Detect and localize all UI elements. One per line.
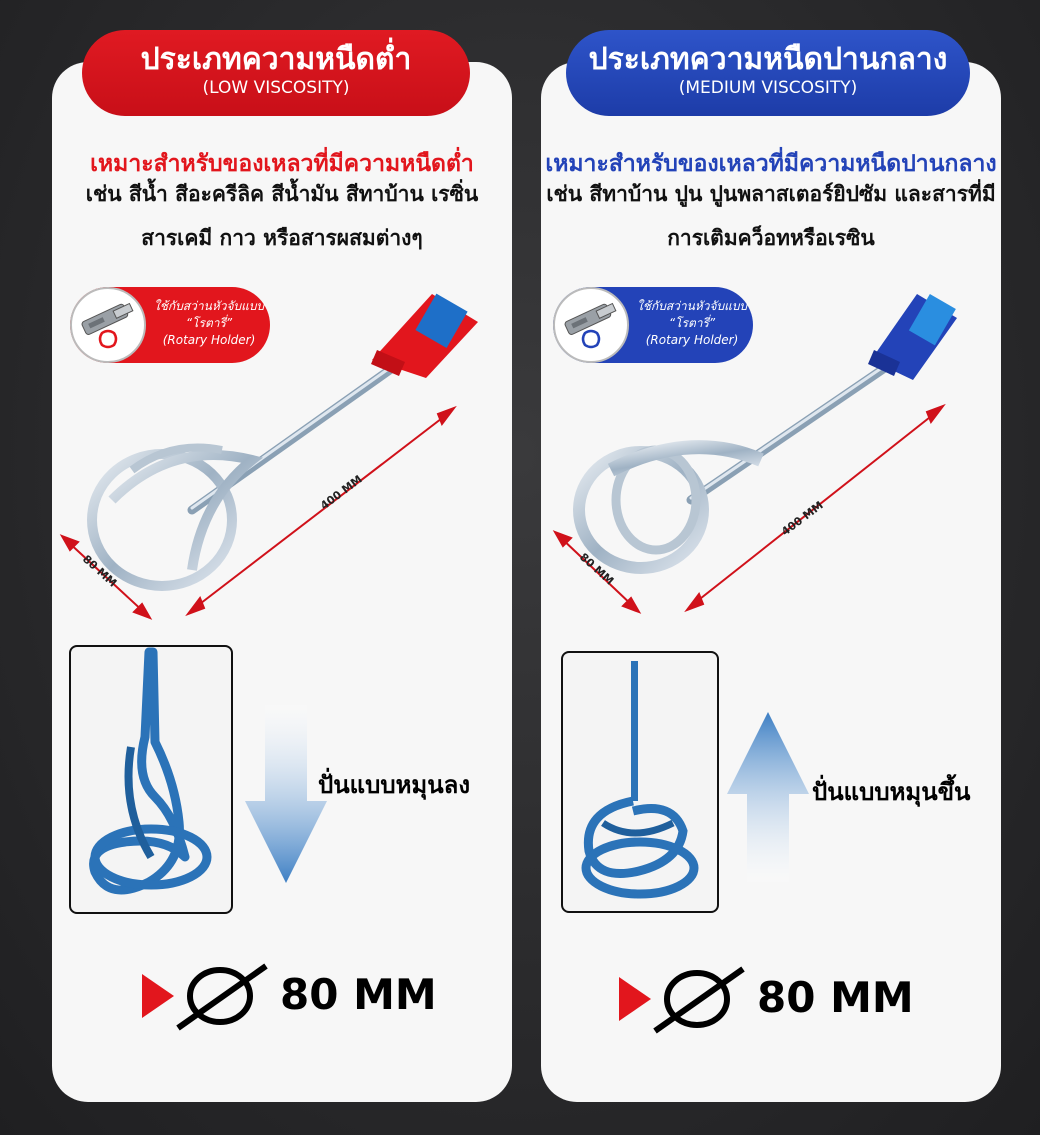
diameter-icon xyxy=(619,966,745,1034)
low-viscosity-desc-line2: สารเคมี กาว หรือสารผสมต่างๆ xyxy=(141,226,423,250)
drill-chuck-icon xyxy=(70,287,146,363)
medium-viscosity-desc-line2: การเติมคว็อทหรือเรซิน xyxy=(667,226,875,250)
holder-text-line3: (Rotary Holder) xyxy=(162,333,256,347)
medium-viscosity-description: เช่น สีทาบ้าน ปูน ปูนพลาสเตอร์ยิปซัม และ… xyxy=(541,172,1001,260)
length-dimension-label: 400 MM xyxy=(779,499,826,539)
holder-text-line2: “โรตารี่” xyxy=(668,316,716,330)
width-dimension-arrow xyxy=(552,530,642,614)
drill-chuck-icon xyxy=(553,287,629,363)
low-viscosity-mix-label: ปั่นแบบหมุนลง xyxy=(318,771,471,799)
length-dimension-arrow xyxy=(185,405,457,617)
low-viscosity-title: ประเภทความหนืดต่ำ xyxy=(140,42,412,77)
low-viscosity-subtitle: (LOW VISCOSITY) xyxy=(202,78,350,98)
low-viscosity-diameter-label: 80 MM xyxy=(280,970,437,1019)
medium-viscosity-mix-label: ปั่นแบบหมุนขึ้น xyxy=(812,778,971,806)
medium-viscosity-title: ประเภทความหนืดปานกลาง xyxy=(588,42,948,77)
low-viscosity-paddle-photo xyxy=(69,645,233,914)
low-viscosity-heading: เหมาะสำหรับของเหลวที่มีความหนืดต่ำ xyxy=(90,151,474,177)
holder-text-line3: (Rotary Holder) xyxy=(645,333,739,347)
holder-text-line1: ใช้กับสว่านหัวจับแบบ xyxy=(636,299,748,313)
medium-viscosity-holder-badge: ใช้กับสว่านหัวจับแบบ “โรตารี่” (Rotary H… xyxy=(553,287,753,363)
width-dimension-arrow xyxy=(59,534,153,620)
mixer-handle-red xyxy=(371,293,478,378)
low-viscosity-holder-badge: ใช้กับสว่านหัวจับแบบ “โรตารี่” (Rotary H… xyxy=(70,287,270,363)
low-viscosity-description: เช่น สีน้ำ สีอะครีลิค สีน้ำมัน สีทาบ้าน … xyxy=(52,172,512,260)
medium-viscosity-heading: เหมาะสำหรับของเหลวที่มีความหนืดปานกลาง xyxy=(545,151,997,177)
medium-viscosity-mixer-illustration: 400 MM 80 MM xyxy=(552,293,957,614)
diameter-icon xyxy=(142,963,268,1031)
medium-viscosity-desc-line1: เช่น สีทาบ้าน ปูน ปูนพลาสเตอร์ยิปซัม และ… xyxy=(546,182,996,206)
medium-viscosity-diameter-label: 80 MM xyxy=(757,973,914,1022)
low-viscosity-title-badge: ประเภทความหนืดต่ำ (LOW VISCOSITY) xyxy=(82,30,470,116)
medium-viscosity-subtitle: (MEDIUM VISCOSITY) xyxy=(678,78,858,98)
medium-viscosity-panel xyxy=(541,62,1001,1102)
low-viscosity-mixer-illustration: 400 MM 80 MM xyxy=(59,293,478,620)
mixer-handle-blue xyxy=(868,293,957,380)
length-dimension-label: 400 MM xyxy=(318,473,365,513)
medium-viscosity-paddle-photo xyxy=(561,651,719,913)
medium-viscosity-title-badge: ประเภทความหนืดปานกลาง (MEDIUM VISCOSITY) xyxy=(566,30,970,116)
holder-text-line1: ใช้กับสว่านหัวจับแบบ xyxy=(153,299,265,313)
length-dimension-arrow xyxy=(684,403,946,613)
holder-text-line2: “โรตารี่” xyxy=(185,316,233,330)
play-triangle-icon xyxy=(619,977,651,1021)
arrow-down-icon xyxy=(245,705,327,883)
low-viscosity-desc-line1: เช่น สีน้ำ สีอะครีลิค สีน้ำมัน สีทาบ้าน … xyxy=(85,182,479,206)
play-triangle-icon xyxy=(142,974,174,1018)
arrow-up-icon xyxy=(727,712,809,882)
